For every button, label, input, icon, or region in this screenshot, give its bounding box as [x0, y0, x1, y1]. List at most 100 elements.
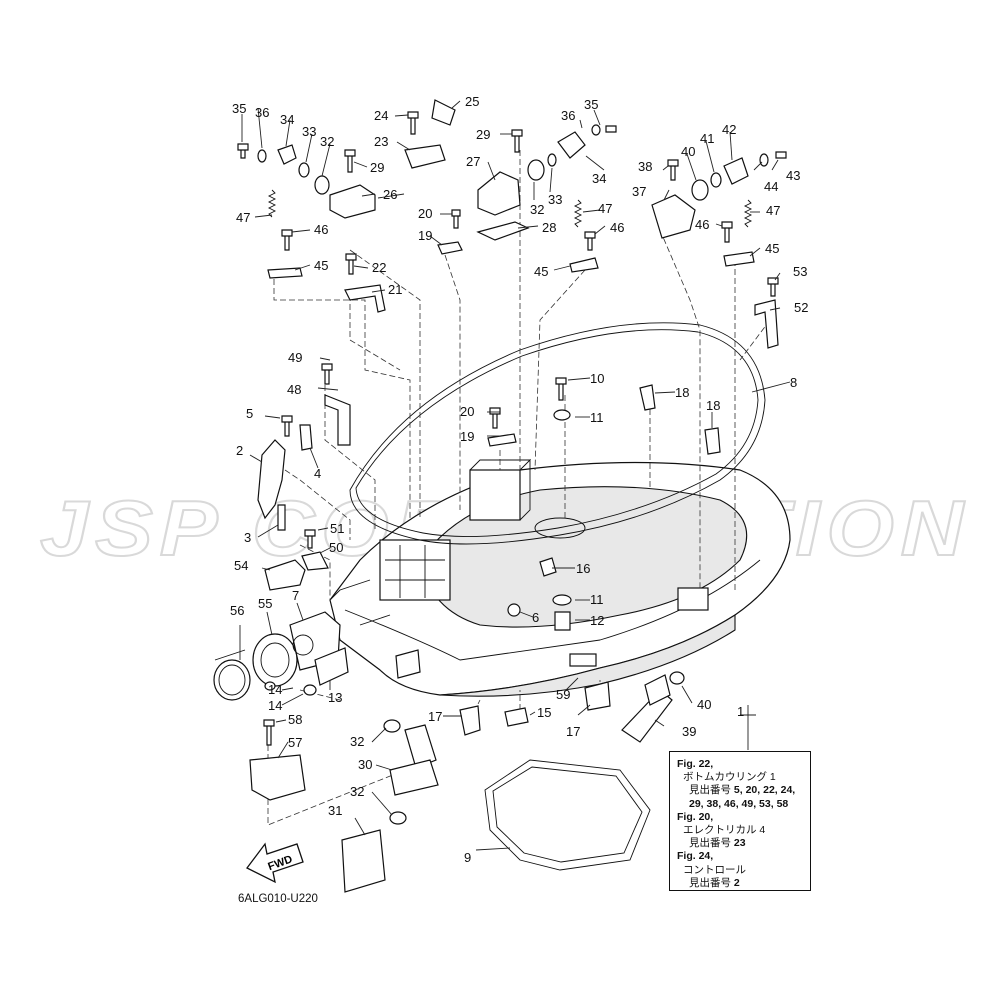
- leader-lines: [239, 100, 791, 851]
- part-label: 20: [418, 206, 432, 221]
- fig22-ref-a: 5, 20, 22, 24,: [733, 784, 796, 797]
- bottom-cowling: [329, 458, 791, 697]
- part-label: 45: [765, 241, 779, 256]
- part-label: 3: [244, 530, 251, 545]
- part-label: 45: [534, 264, 548, 279]
- fig22-ref-b: 29, 38, 46, 49, 53, 58: [689, 797, 789, 810]
- part-label: 10: [590, 371, 604, 386]
- fig24-heading: Fig. 24,: [677, 850, 714, 863]
- part-label: 53: [793, 264, 807, 279]
- part-label: 17: [566, 724, 580, 739]
- fig24-name: コントロール: [683, 863, 746, 876]
- part-label: 33: [302, 124, 316, 139]
- fig24-ref-line: 見出番号 2: [677, 877, 804, 890]
- drawing-code: 6ALG010-U220: [238, 893, 318, 905]
- part-label: 43: [786, 168, 800, 183]
- part-label: 38: [638, 159, 652, 174]
- fig22-name: ボトムカウリング 1: [683, 771, 776, 784]
- part-label: 35: [584, 97, 598, 112]
- fig20-ref-prefix: 見出番号: [689, 837, 731, 850]
- part-number-labels: 1 2 3 4 5 6 7 8 9 10 11 11 12 13 14 14 1…: [230, 94, 808, 865]
- part-label: 19: [418, 228, 432, 243]
- part-label: 28: [542, 220, 556, 235]
- hardware-parts: [213, 99, 787, 893]
- part-label: 31: [328, 803, 342, 818]
- fig22-ref-line: 見出番号 5, 20, 22, 24,: [677, 784, 804, 797]
- part-label: 16: [576, 561, 590, 576]
- part-label: 39: [682, 724, 696, 739]
- assembly-guides: [267, 150, 771, 826]
- part-label: 55: [258, 596, 272, 611]
- part-label: 5: [246, 406, 253, 421]
- part-label: 54: [234, 558, 248, 573]
- part-label: 30: [358, 757, 372, 772]
- part-label: 44: [764, 179, 778, 194]
- part-label: 47: [598, 201, 612, 216]
- part-label: 23: [374, 134, 388, 149]
- part-label: 11: [590, 592, 604, 607]
- part-label: 22: [372, 260, 386, 275]
- part-label: 18: [706, 398, 720, 413]
- part-label: 32: [350, 784, 364, 799]
- fig20-heading: Fig. 20,: [677, 810, 714, 823]
- part-label: 27: [466, 154, 480, 169]
- part-label: 56: [230, 603, 244, 618]
- part-label: 14: [268, 698, 282, 713]
- part-label: 19: [460, 429, 474, 444]
- fig24-ref-prefix: 見出番号: [689, 876, 731, 889]
- part-label: 34: [280, 112, 294, 127]
- part-label: 13: [328, 690, 342, 705]
- part-label: 11: [590, 410, 604, 425]
- part-label: 36: [255, 105, 269, 120]
- fig22-heading: Fig. 22,: [677, 758, 714, 770]
- part-label: 18: [675, 385, 689, 400]
- fig20-name: エレクトリカル 4: [683, 824, 766, 837]
- part-label: 15: [537, 705, 551, 720]
- part-label: 36: [561, 108, 575, 123]
- part-label: 32: [530, 202, 544, 217]
- part-label: 8: [790, 375, 797, 390]
- part-label: 25: [465, 94, 479, 109]
- part-label: 40: [681, 144, 695, 159]
- part-label: 46: [695, 217, 709, 232]
- part-label: 41: [700, 131, 714, 146]
- part-label: 40: [697, 697, 711, 712]
- part-label: 4: [314, 466, 321, 481]
- part-label: 49: [288, 350, 302, 365]
- part-label: 7: [292, 588, 299, 603]
- part-label: 9: [464, 850, 471, 865]
- part-label: 52: [794, 300, 808, 315]
- part-label: 47: [236, 210, 250, 225]
- part-label: 48: [287, 382, 301, 397]
- part-label: 51: [330, 521, 344, 536]
- fig20-ref-line: 見出番号 23: [677, 837, 804, 850]
- part-label: 59: [556, 687, 570, 702]
- fig22-ref-prefix: 見出番号: [689, 784, 731, 797]
- part-label: 47: [766, 203, 780, 218]
- part-label: 46: [610, 220, 624, 235]
- part-label: 37: [632, 184, 646, 199]
- part-label: 14: [268, 682, 282, 697]
- part-label: 29: [370, 160, 384, 175]
- part-label: 35: [232, 101, 246, 116]
- fwd-arrow-icon: FWD: [246, 842, 304, 884]
- part-label: 42: [722, 122, 736, 137]
- part-label: 57: [288, 735, 302, 750]
- reference-notes-box: Fig. 22, ボトムカウリング 1 見出番号 5, 20, 22, 24, …: [669, 751, 811, 891]
- part-label: 34: [592, 171, 606, 186]
- part-label: 45: [314, 258, 328, 273]
- part-label: 2: [236, 443, 243, 458]
- part-label: 21: [388, 282, 402, 297]
- part-label: 58: [288, 712, 302, 727]
- part-label: 33: [548, 192, 562, 207]
- part-label: 20: [460, 404, 474, 419]
- bottom-gasket: [484, 759, 651, 871]
- seal-ring: [349, 322, 766, 545]
- fig24-ref: 2: [733, 876, 740, 889]
- part-label: 26: [383, 187, 397, 202]
- part-label: 50: [329, 540, 343, 555]
- part-label: 29: [476, 127, 490, 142]
- part-label: 6: [532, 610, 539, 625]
- part-label: 24: [374, 108, 388, 123]
